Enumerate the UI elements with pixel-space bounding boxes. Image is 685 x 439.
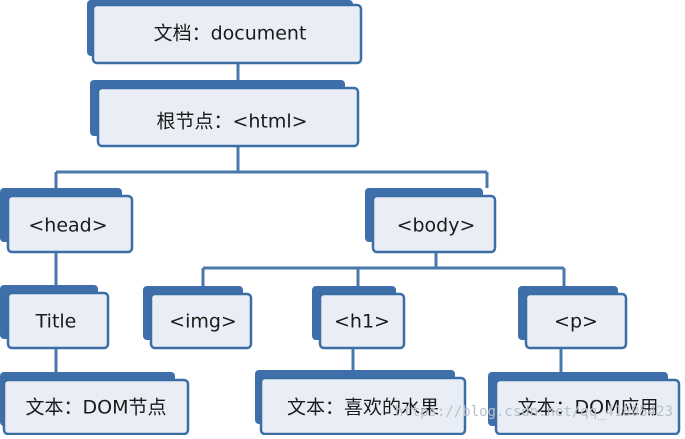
node-text-dom-node-box: [2, 378, 190, 436]
node-text-dom-app-box: [494, 378, 681, 436]
node-document: 文档：document: [87, 0, 363, 65]
node-text-dom-app: 文本：DOM应用: [488, 372, 681, 436]
node-h1-label: <h1>: [334, 311, 390, 333]
node-img: <img>: [143, 286, 253, 350]
node-title-box: [6, 291, 110, 350]
node-body-box: [371, 194, 497, 254]
node-body: <body>: [365, 188, 497, 254]
node-p: <p>: [518, 286, 628, 350]
node-html: 根节点：<html>: [90, 80, 360, 148]
node-p-label: <p>: [554, 311, 598, 333]
node-text-fruit: 文本：喜欢的水果: [255, 370, 467, 436]
watermark-text: https://blog.csdn.net/qq_41805423: [395, 404, 673, 420]
node-text-fruit-box: [259, 376, 467, 436]
tree-connectors: [54, 63, 566, 372]
node-html-label: 根节点：<html>: [156, 111, 307, 133]
node-document-box: [91, 3, 363, 65]
node-title-label: Title: [35, 311, 77, 333]
connector-body-children: [201, 252, 566, 286]
node-text-dom-app-label: 文本：DOM应用: [518, 397, 659, 419]
node-head-box: [6, 194, 134, 254]
node-title: Title: [0, 285, 110, 350]
node-p-box: [524, 292, 628, 350]
node-html-box: [96, 86, 360, 148]
node-h1-box: [318, 292, 406, 350]
node-document-label: 文档：document: [154, 23, 307, 45]
node-img-box: [149, 292, 253, 350]
node-head-label: <head>: [28, 215, 107, 237]
node-body-label: <body>: [397, 215, 476, 237]
node-h1: <h1>: [312, 286, 406, 350]
node-text-dom-node-label: 文本：DOM节点: [26, 397, 167, 419]
node-text-fruit-label: 文本：喜欢的水果: [287, 397, 439, 419]
connector-html-children: [54, 146, 489, 188]
node-head: <head>: [0, 188, 134, 254]
node-img-label: <img>: [169, 311, 237, 333]
node-text-dom-node: 文本：DOM节点: [0, 372, 190, 436]
